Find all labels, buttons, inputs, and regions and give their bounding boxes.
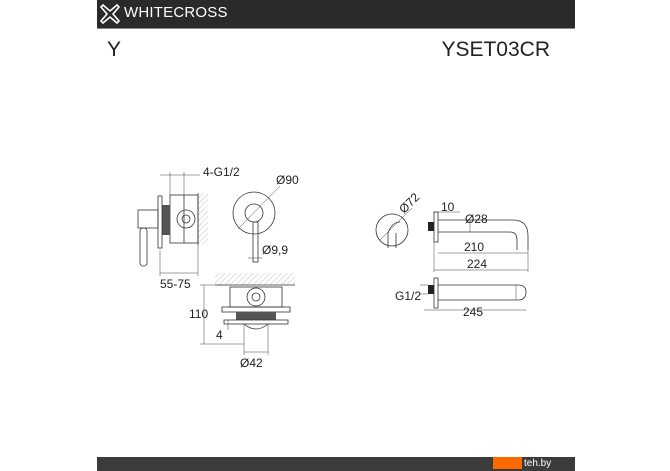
spout-side-view [428,211,529,272]
mixer-side-view [137,172,208,276]
dim-spout-length: 210 [464,240,484,254]
spout-front-view [375,207,413,248]
mixer-front-view [232,185,281,263]
brand-name: WHITECROSS [124,4,228,21]
dim-spout-diameter: Ø28 [465,212,488,226]
series-label: Y [107,38,122,61]
dim-offset: 4 [216,328,223,342]
spout-top-view [420,277,527,311]
footer-bar [97,457,575,471]
dim-stem-diameter: Ø9,9 [262,243,288,257]
dim-thread-inlets: 4-G1/2 [203,165,240,179]
dim-body-diameter: Ø42 [240,356,263,370]
dim-spout-total: 224 [467,257,487,271]
header-bar [97,0,575,29]
model-number: YSET03CR [441,38,550,61]
watermark: teh.by [493,457,551,469]
dim-spout-plate-diameter: Ø72 [396,190,422,216]
mixer-top-view [200,273,295,355]
dim-depth-range: 55-75 [160,277,191,291]
dim-spout-thread: G1/2 [395,289,421,303]
dim-height: 110 [189,307,208,321]
dim-spout-overall: 245 [463,305,483,319]
watermark-text: teh.by [524,457,552,469]
watermark-logo-icon [493,457,522,469]
dim-spout-offset: 10 [441,200,455,214]
dim-plate-diameter: Ø90 [276,173,299,187]
cross-x-logo-icon [99,3,121,25]
